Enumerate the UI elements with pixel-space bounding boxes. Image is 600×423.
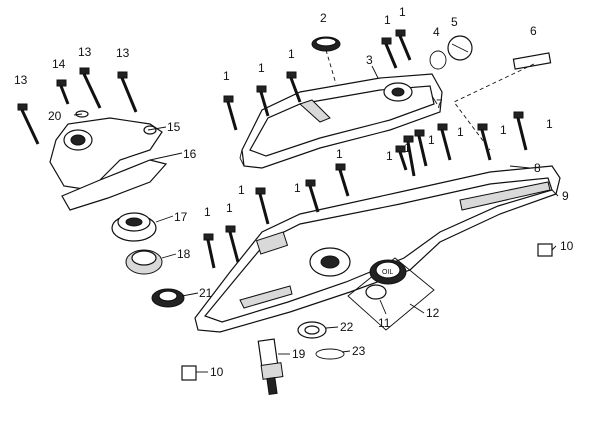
callout-16: 16 bbox=[183, 147, 197, 161]
callout-2: 2 bbox=[320, 11, 327, 25]
callout-14: 14 bbox=[52, 57, 66, 71]
callout-1: 1 bbox=[226, 201, 233, 215]
alignment-line bbox=[453, 63, 535, 151]
callout-22: 22 bbox=[340, 320, 354, 334]
callout-21: 21 bbox=[199, 286, 213, 300]
callout-1: 1 bbox=[386, 149, 393, 163]
bolt bbox=[203, 233, 216, 269]
plug-2 bbox=[311, 36, 341, 52]
callout-1: 1 bbox=[336, 147, 343, 161]
cap-marking: OIL bbox=[382, 269, 393, 276]
callout-1: 1 bbox=[428, 133, 435, 147]
seal-17 bbox=[111, 212, 157, 242]
thermostat-housing bbox=[49, 110, 168, 211]
bolt bbox=[335, 163, 350, 197]
bolt bbox=[305, 179, 320, 213]
bolt bbox=[17, 103, 40, 145]
bolt bbox=[414, 129, 428, 167]
bolt bbox=[223, 95, 238, 131]
damper-10b bbox=[181, 365, 197, 381]
bolt bbox=[513, 111, 528, 151]
bolts bbox=[17, 29, 528, 269]
callout-13: 13 bbox=[116, 46, 130, 60]
cap-5 bbox=[447, 35, 473, 61]
callout-18: 18 bbox=[177, 247, 191, 261]
callout-1: 1 bbox=[258, 61, 265, 75]
callout-1: 1 bbox=[238, 183, 245, 197]
washer-22 bbox=[297, 321, 327, 339]
callout-13: 13 bbox=[14, 73, 28, 87]
seal-18 bbox=[125, 249, 163, 275]
callout-1: 1 bbox=[500, 123, 507, 137]
bolt bbox=[79, 67, 102, 109]
callout-9: 9 bbox=[562, 189, 569, 203]
head-cover-main bbox=[194, 165, 561, 333]
head-cover-upper bbox=[239, 73, 443, 169]
callout-10: 10 bbox=[560, 239, 574, 253]
callout-17: 17 bbox=[174, 210, 188, 224]
callout-1: 1 bbox=[204, 205, 211, 219]
callout-1: 1 bbox=[384, 13, 391, 27]
bolt bbox=[286, 71, 302, 103]
alignment-line bbox=[325, 49, 337, 85]
callout-15: 15 bbox=[167, 120, 181, 134]
damper-10a bbox=[537, 243, 553, 257]
callout-12: 12 bbox=[426, 306, 440, 320]
callout-10: 10 bbox=[210, 365, 224, 379]
bolt bbox=[437, 123, 452, 161]
oil-cap-assembly: OIL bbox=[347, 257, 435, 331]
callout-8: 8 bbox=[534, 161, 541, 175]
bolt bbox=[255, 187, 270, 225]
callout-1: 1 bbox=[288, 47, 295, 61]
callout-1: 1 bbox=[457, 125, 464, 139]
bolt bbox=[395, 29, 412, 61]
seal-21 bbox=[151, 288, 185, 308]
dowel-6 bbox=[512, 52, 552, 70]
spark-plug bbox=[257, 338, 284, 396]
callouts: 1 1 1 1 1 2 3 4 5 6 7 1 1 1 1 1 1 8 9 10… bbox=[14, 5, 574, 379]
callout-1: 1 bbox=[546, 117, 553, 131]
callout-1: 1 bbox=[399, 5, 406, 19]
callout-20: 20 bbox=[48, 109, 62, 123]
callout-19: 19 bbox=[292, 347, 306, 361]
callout-3: 3 bbox=[366, 53, 373, 67]
oring-4 bbox=[429, 50, 447, 70]
bolt bbox=[225, 225, 240, 263]
callout-6: 6 bbox=[530, 24, 537, 38]
callout-13: 13 bbox=[78, 45, 92, 59]
callout-1: 1 bbox=[223, 69, 230, 83]
callout-5: 5 bbox=[451, 15, 458, 29]
callout-23: 23 bbox=[352, 344, 366, 358]
callout-11: 11 bbox=[378, 316, 391, 330]
callout-1: 1 bbox=[404, 141, 411, 155]
bolt bbox=[403, 135, 416, 177]
clip-23 bbox=[315, 348, 345, 360]
leader-lines bbox=[73, 65, 559, 373]
bolt bbox=[117, 71, 138, 113]
bolt bbox=[381, 37, 398, 69]
bolt bbox=[395, 145, 408, 171]
bolt bbox=[56, 79, 70, 105]
bolt bbox=[477, 123, 492, 161]
callout-1: 1 bbox=[294, 181, 301, 195]
bolt bbox=[256, 85, 270, 117]
callout-4: 4 bbox=[433, 25, 440, 39]
callout-7: 7 bbox=[436, 97, 443, 111]
